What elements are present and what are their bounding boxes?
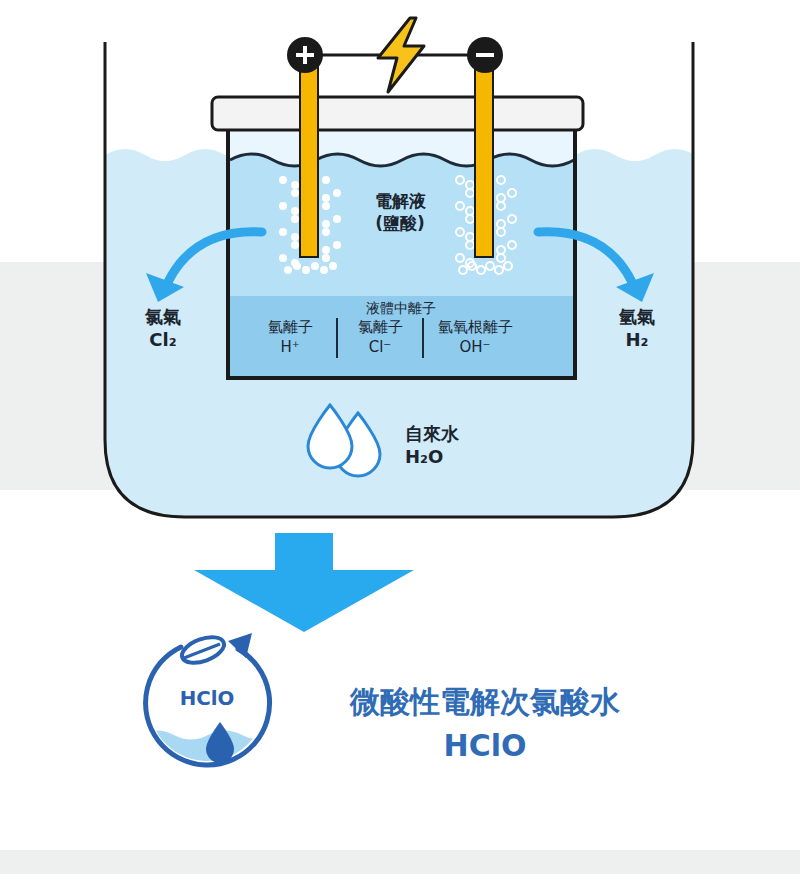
icon-label: HClO [142, 686, 272, 712]
tap-water-container: 自來水 H₂O 電解液 (鹽酸) 液體中離子氫離子 H⁺ 氯離子 Cl⁻ 氫氧根離子 O… [105, 42, 693, 519]
tap-water [105, 149, 695, 517]
ion-band [230, 296, 573, 376]
negative-terminal [467, 37, 503, 73]
flow-arrow [194, 533, 414, 632]
gas-arrow [538, 232, 632, 282]
plus-sign [303, 46, 307, 64]
container-outline [105, 42, 693, 517]
cathode-rod [475, 62, 493, 257]
leaf-vein [184, 644, 220, 658]
ion-label: 氫氧根離子 OH⁻ [430, 318, 520, 357]
band-title: 液體中離子 [351, 299, 451, 317]
divider [336, 318, 338, 358]
ion-label: 氫離子 H⁺ [262, 318, 318, 357]
liquid-surface [230, 154, 574, 166]
icon-drop [206, 722, 234, 763]
cell-cap [212, 97, 583, 130]
gas-arrow [168, 232, 262, 282]
divider [422, 318, 424, 358]
electrolyte [230, 154, 574, 376]
lightning-bolt [378, 18, 424, 92]
positive-terminal [287, 37, 323, 73]
hclo-icon: HClO [142, 638, 272, 768]
gas-label: 氫氣 H₂ [606, 305, 668, 352]
gas-arrowhead [146, 273, 184, 302]
water-drop [308, 405, 352, 468]
gas-label: 氯氣 Cl₂ [132, 305, 194, 352]
cell-outline [228, 128, 575, 378]
electrolysis-cell: 電解液 (鹽酸) 液體中離子氫離子 H⁺ 氯離子 Cl⁻ 氫氧根離子 OH⁻ [228, 128, 575, 378]
electrolyte-label: 電解液 (鹽酸) [360, 190, 440, 234]
minus-sign [476, 53, 494, 57]
ion-label: 氯離子 Cl⁻ [352, 318, 408, 357]
gas-arrowhead [616, 273, 654, 302]
ring-arrowhead [228, 633, 252, 658]
product-caption: 微酸性電解次氯酸水 HClO [320, 680, 650, 767]
cell-air [228, 128, 575, 378]
water-label: 自來水 H₂O [405, 422, 475, 469]
leaf [179, 632, 228, 668]
anode-rod [300, 62, 318, 257]
ion-band: 液體中離子氫離子 H⁺ 氯離子 Cl⁻ 氫氧根離子 OH⁻ [230, 296, 573, 376]
background-band [0, 850, 800, 874]
